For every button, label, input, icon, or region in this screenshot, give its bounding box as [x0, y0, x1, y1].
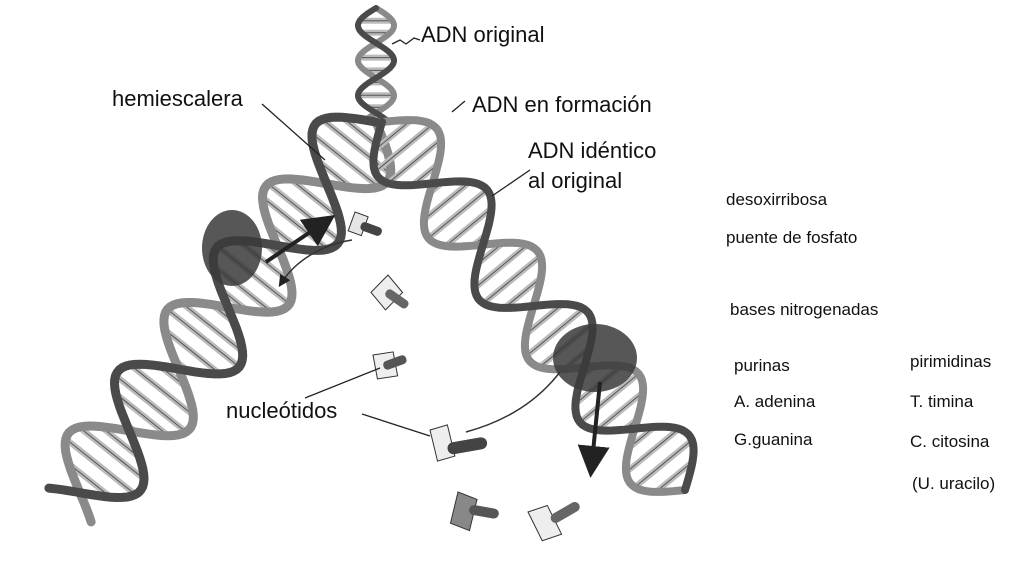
base-pair-outline: [78, 426, 145, 480]
arrow-icon: [264, 215, 336, 264]
legend-sugar: desoxirribosa: [726, 190, 828, 209]
base-pair-outline: [579, 373, 639, 423]
dna-strand: [369, 118, 698, 494]
base-pair-outline: [423, 181, 471, 221]
leader-lines: [261, 37, 531, 437]
base-pair-outline: [167, 309, 240, 368]
nucleotide: [370, 274, 409, 311]
base-pair-outline: [504, 277, 542, 309]
base-pair-outline: [445, 207, 492, 247]
dna-strand: [44, 112, 381, 503]
base-pair-outline: [525, 303, 563, 335]
dna-strand: [355, 5, 397, 123]
right-enzyme-blob: [553, 324, 637, 392]
label-nucleotides: nucleótidos: [226, 398, 338, 423]
nucleotide: [372, 351, 407, 380]
nucleotide: [527, 501, 580, 542]
base-pair-outline: [474, 244, 528, 289]
legend-bases-title: bases nitrogenadas: [730, 300, 879, 319]
base-pair-outline: [374, 124, 433, 173]
nucleotide: [429, 424, 488, 462]
leader-line: [261, 103, 326, 161]
legend-purines-title: purinas: [734, 356, 790, 375]
leader-line: [451, 100, 466, 113]
left-enzyme-blob: [202, 210, 262, 286]
leader-line: [391, 37, 421, 45]
legend-pyrimidine-item: (U. uracilo): [912, 474, 996, 493]
leader-line: [491, 169, 531, 197]
nucleotide: [347, 211, 382, 237]
dna-strand: [60, 117, 396, 527]
right-daughter-helix: [369, 116, 698, 496]
legend-purine-item: G.guanina: [734, 430, 813, 449]
base-pair-outline: [387, 139, 442, 184]
label-identical-dna: ADN idéntico al original: [528, 138, 657, 193]
legend-purine-item: A. adenina: [734, 392, 816, 411]
legend-pyrimidine-item: T. timina: [910, 392, 974, 411]
curved-arrow-icon: [278, 239, 353, 288]
label-original-dna: ADN original: [421, 22, 545, 47]
base-pair-outline: [428, 189, 488, 239]
base-pair-outline: [596, 391, 644, 431]
base-pair-outline: [625, 428, 680, 473]
left-daughter-helix: [44, 112, 396, 527]
base-pair-outline: [311, 133, 380, 188]
leader-line: [304, 367, 381, 399]
legend-pyrimidine-item: C. citosina: [910, 432, 990, 451]
base-pair-outline: [289, 178, 340, 219]
base-pair-outline: [115, 393, 169, 437]
base-pair-outline: [164, 329, 221, 375]
legend-phosphate: puente de fosfato: [726, 228, 858, 247]
original-dna-helix: [355, 5, 397, 123]
base-pair-outline: [68, 463, 111, 498]
base-pair-outline: [129, 364, 194, 416]
nucleotide: [449, 491, 499, 532]
leader-line: [361, 413, 431, 437]
arrow-icon: [577, 381, 610, 478]
base-pair-outline: [482, 255, 541, 304]
base-pair-outline: [181, 302, 243, 352]
base-pair-outline: [374, 119, 412, 151]
free-nucleotides: [347, 211, 580, 542]
base-pair-outline: [655, 461, 693, 493]
base-pair-outline: [526, 308, 585, 357]
base-pair-outline: [634, 439, 693, 488]
dna-strand: [355, 5, 397, 123]
label-forming-dna: ADN en formación: [472, 92, 652, 117]
curved-arrow-icon: [465, 371, 561, 433]
label-half-ladder: hemiescalera: [112, 86, 243, 111]
base-pair-outline: [115, 375, 187, 433]
arrows: [264, 215, 610, 478]
legend-pyrimidines-title: pirimidinas: [910, 352, 992, 371]
base-pair-outline: [65, 438, 136, 495]
